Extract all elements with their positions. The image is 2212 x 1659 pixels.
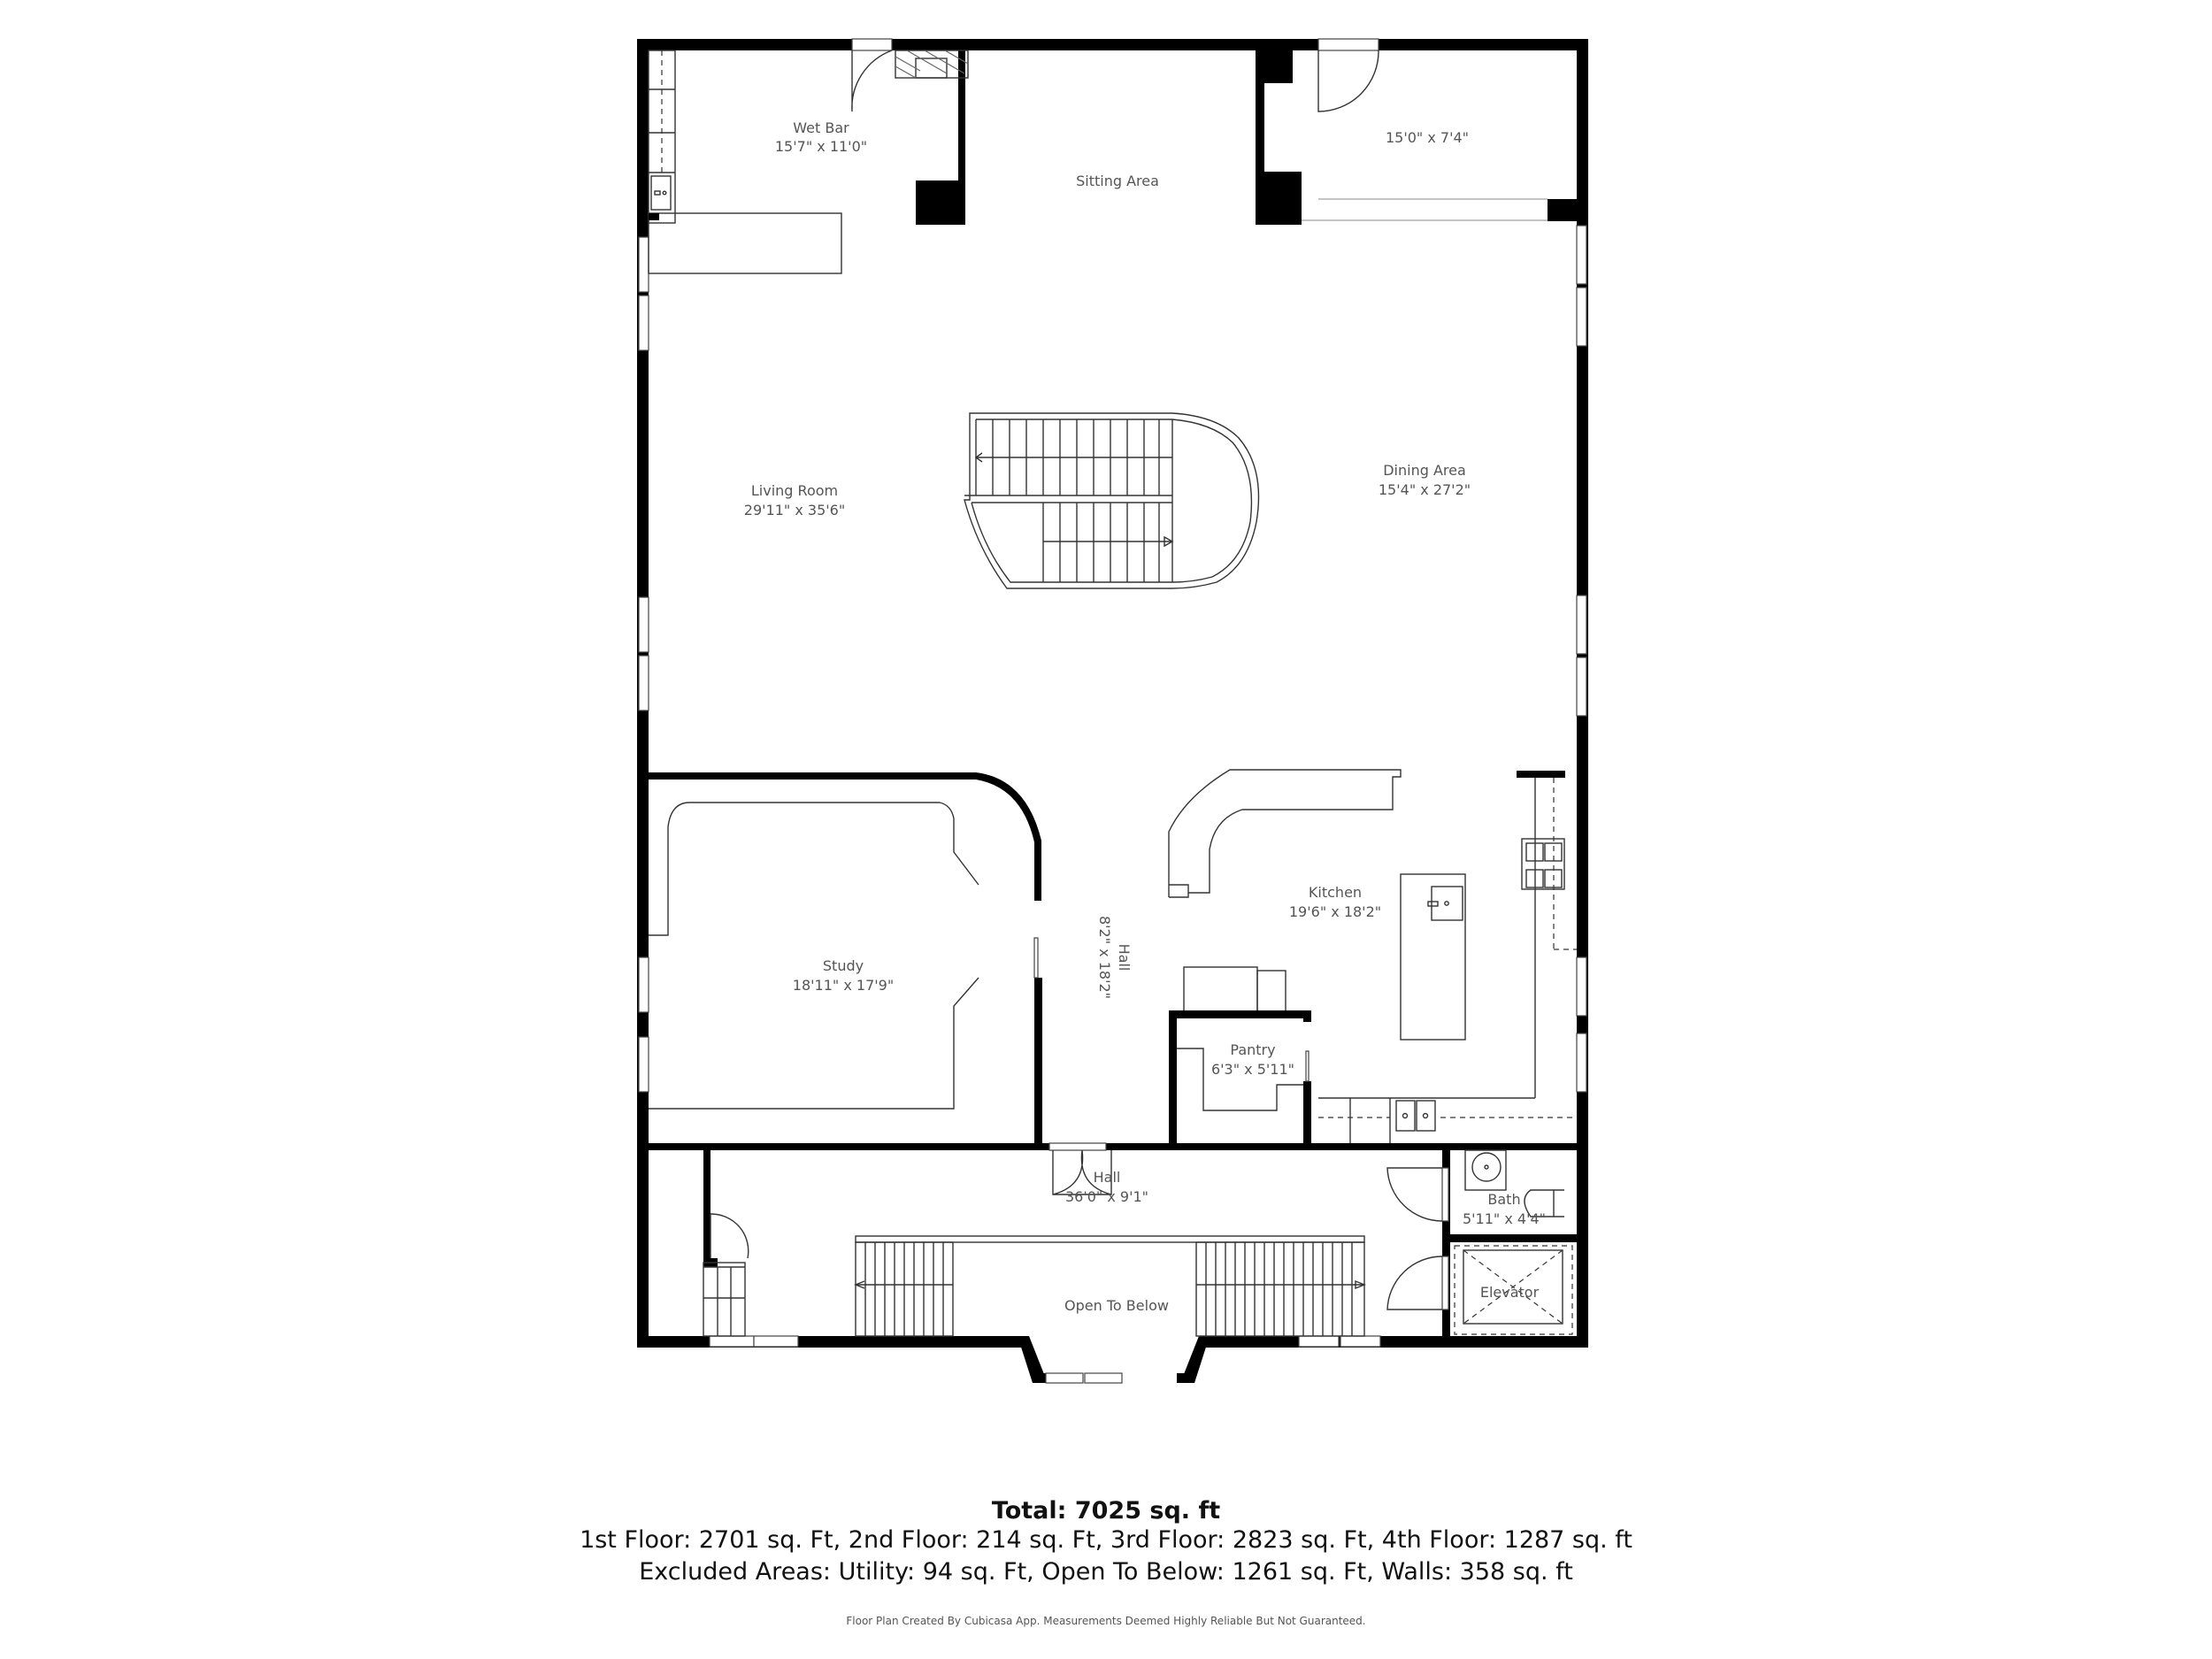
wall-sitting-right <box>1256 39 1264 225</box>
hall-double-door <box>1052 1149 1112 1195</box>
open-stairs <box>854 1235 1366 1337</box>
floor-areas: 1st Floor: 2701 sq. Ft, 2nd Floor: 214 s… <box>580 1526 1632 1554</box>
pantry-shelves <box>1177 1048 1303 1111</box>
kitchen-wall-stub <box>1517 771 1565 778</box>
label-unnamed-room-dims: 15'0" x 7'4" <box>1386 129 1469 146</box>
label-bath: Bath <box>1487 1191 1520 1208</box>
column-right-corner <box>1548 199 1577 221</box>
excluded-areas: Excluded Areas: Utility: 94 sq. Ft, Open… <box>639 1558 1573 1586</box>
label-kitchen-dims: 19'6" x 18'2" <box>1289 903 1381 920</box>
kitchen-sink <box>1395 1100 1436 1132</box>
label-living-room: Living Room <box>751 482 838 499</box>
label-living-room-dims: 29'11" x 35'6" <box>744 502 845 518</box>
bath-fixtures <box>1464 1149 1564 1217</box>
lower-left-wall <box>703 1150 710 1267</box>
study-walls <box>649 772 1042 1146</box>
wet-bar-island <box>648 212 842 274</box>
room-labels: Wet Bar 15'7" x 11'0" Sitting Area 15'0"… <box>744 119 1546 1314</box>
credit-disclaimer: Floor Plan Created By Cubicasa App. Meas… <box>846 1615 1366 1627</box>
elevator-shaft <box>1454 1245 1573 1335</box>
label-dining-area: Dining Area <box>1383 462 1466 479</box>
windows <box>638 38 1587 1384</box>
kitchen-island <box>1400 873 1466 1041</box>
kitchen-counter-curved <box>1168 769 1402 898</box>
bath-elevator-walls <box>1441 1150 1588 1348</box>
label-study: Study <box>823 957 864 974</box>
label-hall-vertical-dims: 8'2" x 18'2" <box>1096 916 1113 999</box>
pantry-walls <box>1169 1010 1311 1143</box>
wall-study-hall <box>649 1143 1588 1150</box>
right-room-door-swing <box>1317 50 1379 112</box>
total-area: Total: 7025 sq. ft <box>991 1497 1221 1525</box>
column-right-bottom <box>1256 172 1302 225</box>
wet-bar-counter <box>648 50 676 224</box>
wetbar-door-swing <box>851 50 893 112</box>
label-sitting-area: Sitting Area <box>1076 173 1159 189</box>
label-bath-dims: 5'11" x 4'4" <box>1463 1210 1546 1227</box>
closet-door-swing <box>710 1213 749 1259</box>
label-pantry: Pantry <box>1230 1041 1275 1058</box>
label-open-to-below: Open To Below <box>1064 1297 1169 1314</box>
label-wet-bar-dims: 15'7" x 11'0" <box>775 138 867 155</box>
label-hall-lower-dims: 36'0" x 9'1" <box>1065 1188 1148 1205</box>
label-kitchen: Kitchen <box>1309 884 1362 901</box>
study-built-in-desk <box>649 802 979 1110</box>
bath-door-swing <box>1386 1167 1443 1222</box>
label-hall-vertical: Hall <box>1116 944 1133 972</box>
kitchen-perimeter-counter <box>1318 778 1577 1143</box>
label-study-dims: 18'11" x 17'9" <box>793 977 894 994</box>
elevator-door-swing <box>1386 1256 1443 1310</box>
small-staircase <box>703 1262 746 1337</box>
label-pantry-dims: 6'3" x 5'11" <box>1211 1061 1294 1078</box>
fireplace <box>895 50 969 79</box>
column-left <box>916 180 965 225</box>
refrigerator <box>1183 966 1286 1012</box>
main-staircase <box>964 412 1260 589</box>
label-hall-lower: Hall <box>1094 1169 1121 1186</box>
label-wet-bar: Wet Bar <box>793 119 849 136</box>
wall-wetbar-sitting <box>958 39 965 225</box>
label-dining-area-dims: 15'4" x 27'2" <box>1379 481 1471 498</box>
label-elevator: Elevator <box>1480 1284 1540 1301</box>
stove <box>1521 838 1565 890</box>
